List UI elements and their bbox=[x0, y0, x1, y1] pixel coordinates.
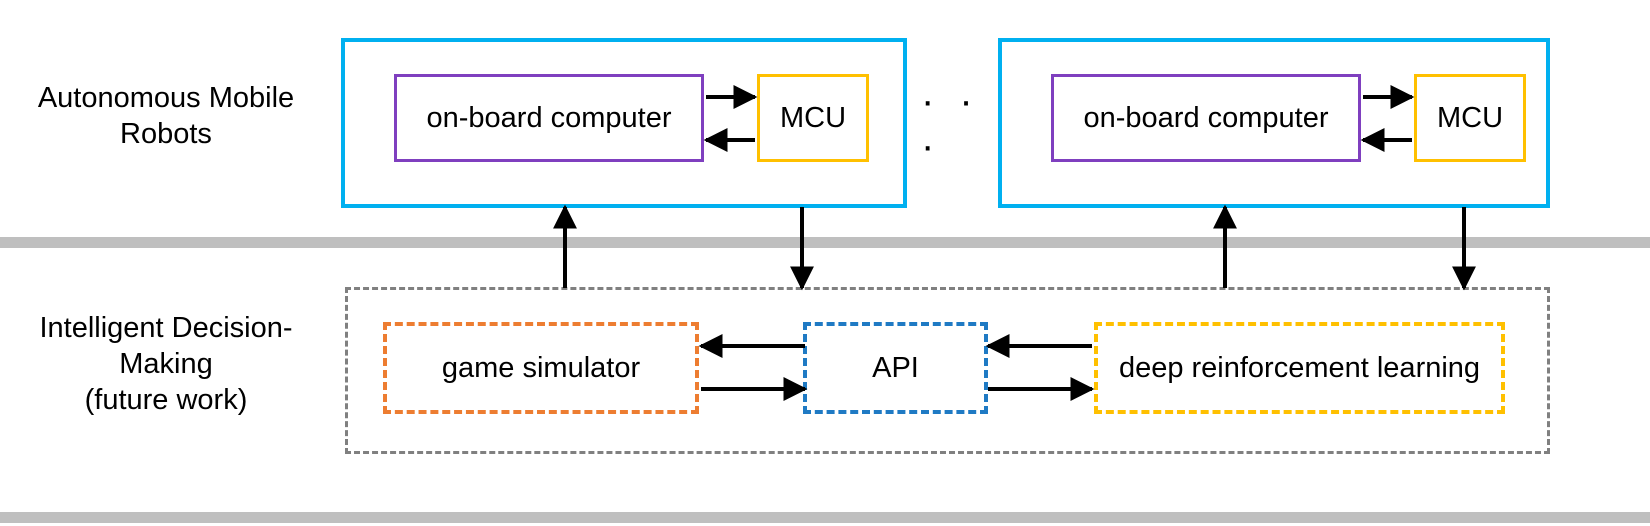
on-board-computer-box-2: on-board computer bbox=[1051, 74, 1361, 162]
row-label-autonomous-mobile-robots: Autonomous Mobile Robots bbox=[37, 82, 295, 150]
robot-group-1-boundary bbox=[341, 38, 907, 208]
row-label-intelligent-decision-making: Intelligent Decision- Making (future wor… bbox=[39, 312, 293, 416]
ellipsis-between-robot-groups: · · · bbox=[921, 79, 980, 168]
intelligent-decision-making-container bbox=[345, 287, 1550, 454]
section-divider-top bbox=[0, 237, 1650, 248]
game-simulator-box: game simulator bbox=[383, 322, 699, 414]
api-box: API bbox=[803, 322, 988, 414]
section-divider-bottom bbox=[0, 512, 1650, 523]
mcu-box-1: MCU bbox=[757, 74, 869, 162]
deep-reinforcement-learning-box: deep reinforcement learning bbox=[1094, 322, 1505, 414]
robot-group-2-boundary bbox=[998, 38, 1550, 208]
mcu-box-2: MCU bbox=[1414, 74, 1526, 162]
on-board-computer-box-1: on-board computer bbox=[394, 74, 704, 162]
